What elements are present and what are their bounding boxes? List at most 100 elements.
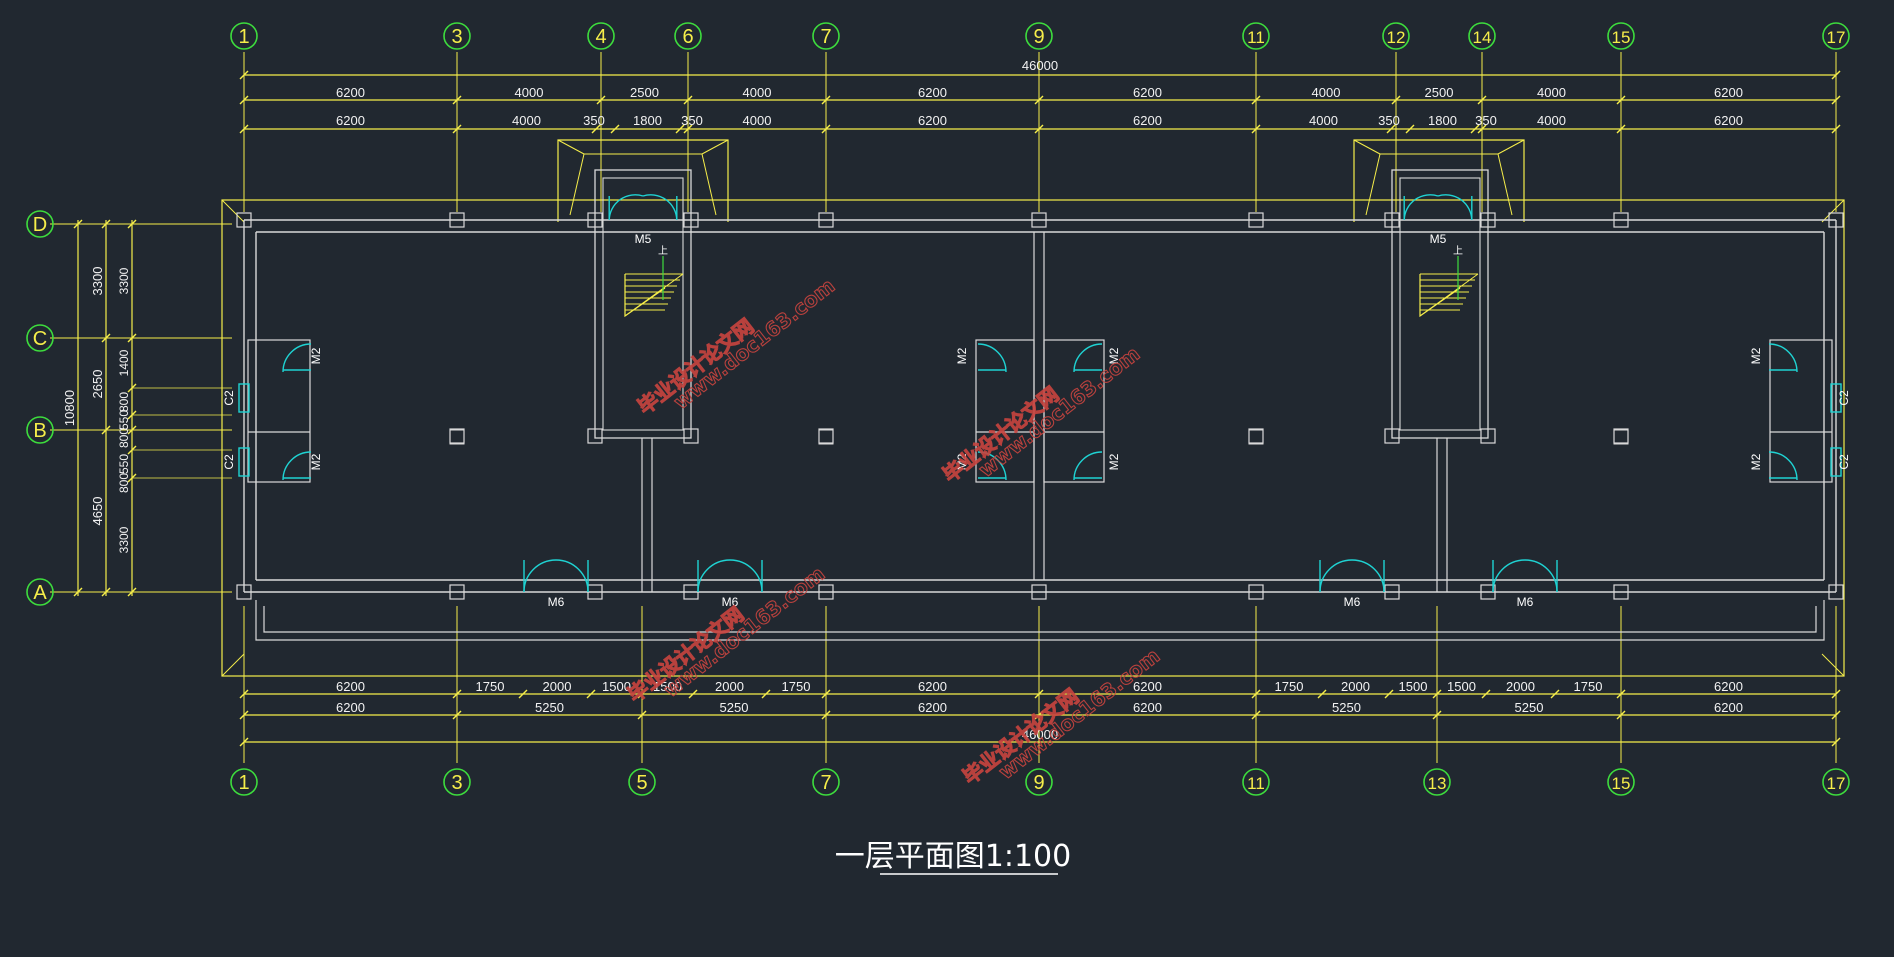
axis-bubble-top bbox=[230, 22, 258, 50]
axis-bubble-top-label: 17 bbox=[1827, 28, 1846, 47]
bottom-row1-dim: 2000 bbox=[1506, 679, 1535, 694]
canopy-corner bbox=[701, 139, 729, 155]
bottom-row1-dim: 1750 bbox=[782, 679, 811, 694]
axis-bubble-top-label: 9 bbox=[1033, 26, 1044, 48]
axis-bubble-bottom bbox=[1242, 768, 1270, 796]
dimension-tick bbox=[101, 425, 111, 435]
top-row1-dim: 6200 bbox=[918, 85, 947, 100]
axis-bubble-left bbox=[26, 324, 54, 352]
entrance-canopy bbox=[1353, 139, 1525, 222]
dimension-tick bbox=[101, 587, 111, 597]
column bbox=[449, 212, 465, 228]
drawing-title: 一层平面图1:100 bbox=[835, 839, 1071, 874]
axis-bubble-bottom bbox=[230, 768, 258, 796]
axis-bubble-top-label: 12 bbox=[1387, 28, 1406, 47]
bottom-row2-dim: 5250 bbox=[1515, 700, 1544, 715]
left-col2-dim: 3300 bbox=[117, 526, 131, 553]
dimension-tick bbox=[610, 124, 620, 134]
bottom-row1-dim: 1500 bbox=[1399, 679, 1428, 694]
axis-bubble-bottom-label: 15 bbox=[1612, 774, 1631, 793]
dimension-tick bbox=[1386, 124, 1396, 134]
bottom-row1-dim: 2000 bbox=[1341, 679, 1370, 694]
stair-run bbox=[624, 256, 684, 318]
top-row1-dim: 4000 bbox=[515, 85, 544, 100]
top-row1-dim: 2500 bbox=[630, 85, 659, 100]
door-m2 bbox=[282, 451, 312, 481]
window-c2 bbox=[238, 383, 250, 413]
bottom-row1-dim: 1750 bbox=[1574, 679, 1603, 694]
top-row1-dim: 4000 bbox=[1312, 85, 1341, 100]
dimension-tick bbox=[586, 689, 596, 699]
column bbox=[587, 212, 603, 228]
axis-bubble-bottom-label: 7 bbox=[820, 772, 831, 794]
dimension-tick bbox=[591, 124, 601, 134]
stair-core-wall bbox=[594, 169, 692, 439]
bottom-row2-dim: 6200 bbox=[918, 700, 947, 715]
door-label-m2: M2 bbox=[1749, 347, 1763, 364]
stair-up-mark: 上 bbox=[1453, 245, 1463, 257]
dimension-tick bbox=[688, 689, 698, 699]
axis-bubble-top bbox=[1025, 22, 1053, 50]
left-col2-dim: 800 bbox=[117, 392, 131, 412]
window-label-c2: C2 bbox=[222, 454, 236, 470]
stair-core-wall bbox=[1391, 169, 1489, 439]
outline-corner bbox=[221, 199, 245, 223]
axis-bubble-top-label: 6 bbox=[682, 26, 693, 48]
top-row2-dim: 6200 bbox=[336, 113, 365, 128]
washroom-wall bbox=[975, 339, 1035, 483]
column bbox=[587, 428, 603, 444]
door-m2 bbox=[977, 343, 1007, 373]
dimension-tick bbox=[518, 689, 528, 699]
walls bbox=[221, 139, 1845, 677]
door-m2 bbox=[1768, 343, 1798, 373]
bottom-row1-dim: 1500 bbox=[653, 679, 682, 694]
door-label-m2: M2 bbox=[309, 347, 323, 364]
window-label-c2: C2 bbox=[222, 390, 236, 406]
left-total-dim: 10800 bbox=[62, 390, 77, 426]
axis-bubble-left-label: D bbox=[33, 214, 47, 236]
stair-up-mark: 上 bbox=[658, 245, 668, 257]
entrance-canopy-inner bbox=[569, 153, 717, 216]
washroom-wall bbox=[1043, 339, 1105, 483]
column bbox=[449, 584, 465, 600]
column bbox=[1828, 212, 1844, 228]
column bbox=[1248, 584, 1264, 600]
bottom-row1-dim: 1500 bbox=[602, 679, 631, 694]
window-c2 bbox=[1830, 447, 1842, 477]
axis-bubble-top-label: 4 bbox=[595, 26, 606, 48]
top-row1-dim: 4000 bbox=[743, 85, 772, 100]
top-row2-dim: 4000 bbox=[743, 113, 772, 128]
axis-bubble-top-label: 1 bbox=[238, 26, 249, 48]
axis-bubble-top bbox=[1382, 22, 1410, 50]
column bbox=[683, 428, 699, 444]
axis-bubble-top bbox=[1822, 22, 1850, 50]
dimension-tick bbox=[761, 689, 771, 699]
bottom-row2-dim: 5250 bbox=[720, 700, 749, 715]
door-label-m2: M2 bbox=[955, 453, 969, 470]
interior-column bbox=[818, 429, 834, 445]
dimension-lines bbox=[50, 52, 1841, 763]
stair-run bbox=[1419, 256, 1479, 318]
door-m5 bbox=[1437, 194, 1473, 221]
south-terrace-edge bbox=[255, 600, 1825, 641]
entrance-canopy bbox=[557, 139, 729, 222]
door-label-m2: M2 bbox=[955, 347, 969, 364]
outline-corner bbox=[1821, 653, 1845, 677]
interior-column bbox=[1248, 429, 1264, 445]
top-row2-dim: 350 bbox=[681, 113, 703, 128]
top-row2-dim: 6200 bbox=[918, 113, 947, 128]
axis-bubble-top bbox=[1242, 22, 1270, 50]
dimension-tick bbox=[1470, 124, 1480, 134]
stair-break-line bbox=[624, 273, 684, 317]
door-label-m2: M2 bbox=[1107, 453, 1121, 470]
column bbox=[1031, 212, 1047, 228]
bottom-row2-dim: 5250 bbox=[535, 700, 564, 715]
axis-bubble-left-label: B bbox=[33, 420, 46, 442]
left-col1-dim: 4650 bbox=[90, 497, 105, 526]
axis-bubble-top-label: 15 bbox=[1612, 28, 1631, 47]
stair-core-wall-inner bbox=[1399, 177, 1481, 431]
top-row1-dim: 4000 bbox=[1537, 85, 1566, 100]
door-m5 bbox=[608, 194, 644, 221]
outline-corner bbox=[1821, 199, 1845, 223]
